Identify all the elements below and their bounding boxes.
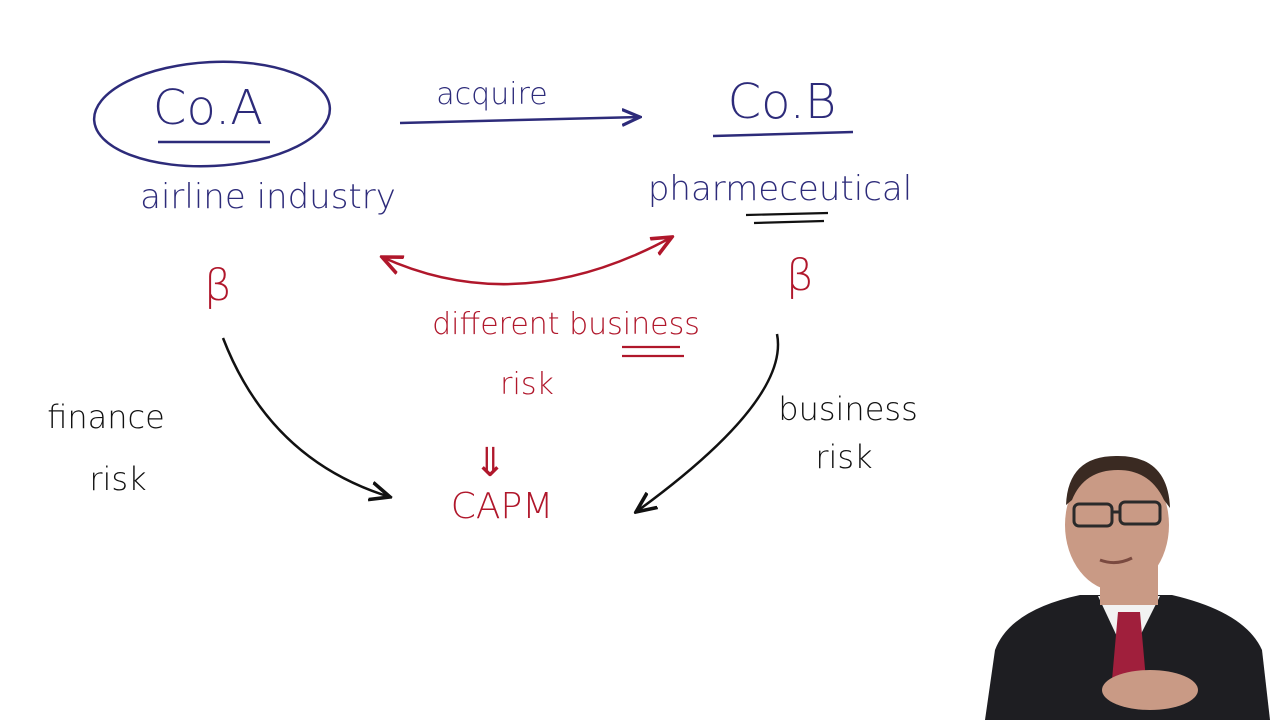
company-a-label: Co.A [153,80,263,136]
presenter-hair [1066,455,1170,508]
industry-b-label: pharmeceutical [648,169,912,209]
presenter-glasses-left [1072,502,1114,528]
presenter [985,455,1270,720]
industry-b-double-underline-1 [745,211,829,217]
beta-a-label: β [204,260,232,311]
industry-b-double-underline-2 [753,219,825,225]
company-b-underline [712,130,854,138]
comparison-arc-arrow [382,237,672,286]
business-label: business [778,390,917,428]
acquire-label: acquire [436,77,547,112]
presenter-mouth [1099,556,1133,565]
middle-text-line2: risk [500,367,554,402]
beta-b-label: β [786,250,814,301]
left-curve-arrow [221,337,390,497]
company-b-label: Co.B [728,74,837,130]
presenter-head [1065,459,1169,591]
middle-text-line1: different business [432,307,700,342]
business-risk-label: risk [815,438,872,476]
capm-label: CAPM [451,486,554,527]
industry-a-label: airline industry [140,177,396,217]
right-curve-arrow [636,333,780,512]
presenter-hand [1102,670,1198,710]
finance-risk-label: risk [89,460,146,498]
acquire-arrow [399,117,640,123]
implies-arrow: ⇓ [473,440,507,486]
company-a-circle [92,60,332,168]
finance-label: finance [47,398,165,436]
